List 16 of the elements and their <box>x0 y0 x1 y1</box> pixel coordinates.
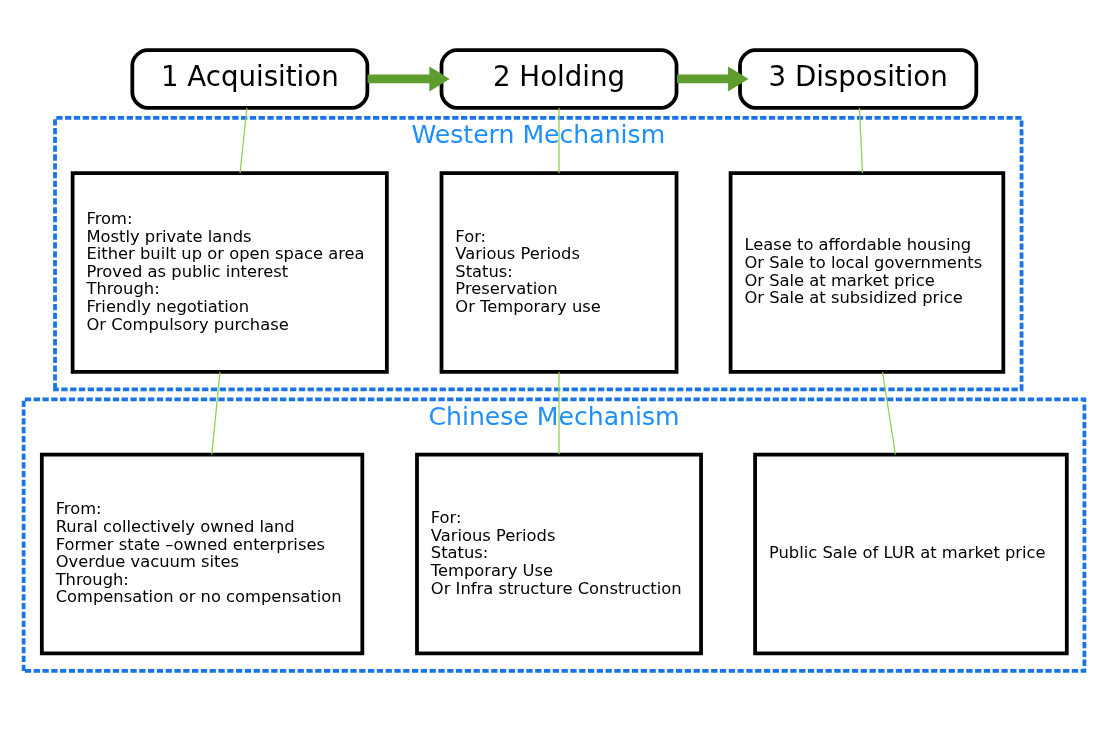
node-box: From: Mostly private lands Either built up or open space area Proved as public interest Through: Friendly negotiation Or Compulsory purchase <box>70 171 389 374</box>
node-box: For: Various Periods Status: Temporary Use Or Infra structure Construction <box>415 452 703 656</box>
node-box: From: Rural collectively owned land Former state –owned enterprises Overdue vacuum sites Through: Compensation or no compensation <box>39 452 365 656</box>
node-box: 2 Holding <box>439 48 679 110</box>
connector <box>558 371 560 455</box>
node-box: Lease to affordable housing Or Sale to local governments Or Sale at market price Or Sale at subsidized price <box>728 171 1006 374</box>
node-box: Public Sale of LUR at market price <box>753 452 1069 656</box>
connector <box>211 371 221 455</box>
arrow <box>367 66 450 92</box>
node-box: For: Various Periods Status: Preservation Or Temporary use <box>439 171 679 374</box>
arrow <box>677 66 749 92</box>
connector <box>558 107 560 174</box>
node-box: 3 Disposition <box>738 48 979 110</box>
node-box: 1 Acquisition <box>130 48 370 110</box>
connector <box>881 371 897 455</box>
connector <box>858 107 864 174</box>
